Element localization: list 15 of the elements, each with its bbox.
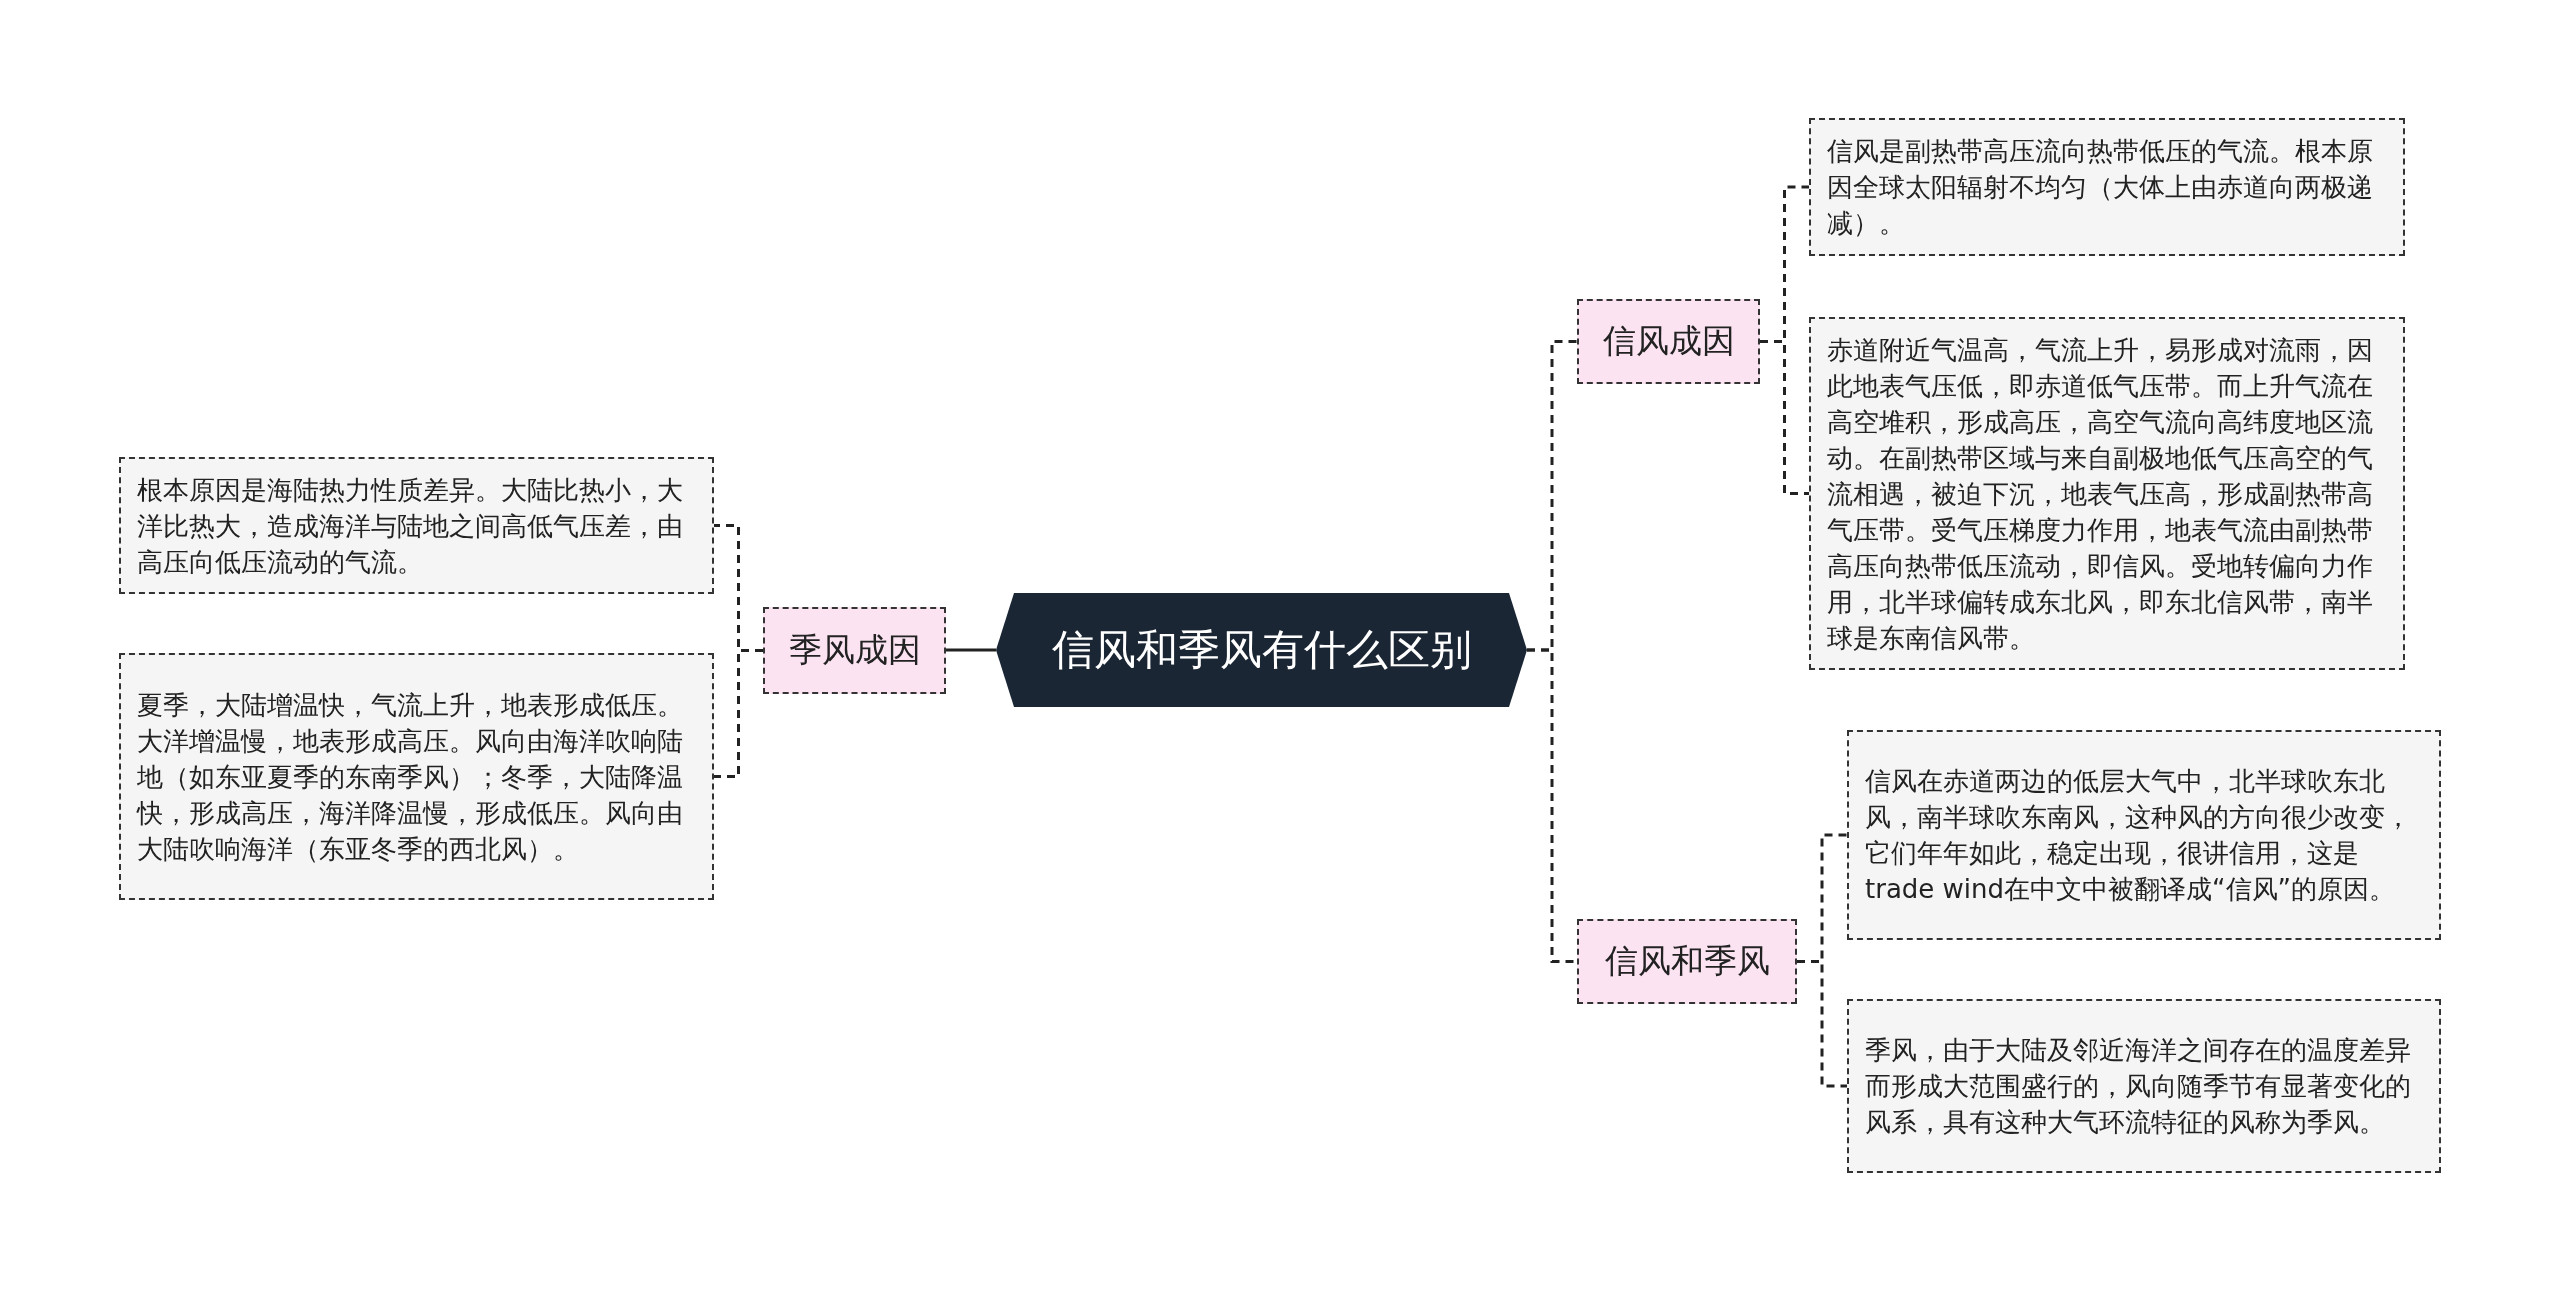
connector: [1797, 960, 1847, 1088]
text-box: 夏季，大陆增温快，气流上升，地表形成低压。大洋增温慢，地表形成高压。风向由海洋吹响陆地（如东亚夏季的东南季风）；冬季，大陆降温快，形成高压，海洋降温慢，形成低压。风向由大陆吹响海洋（东亚冬季的西北风）。: [119, 653, 714, 900]
root-topic-box: 信风和季风有什么区别: [996, 593, 1527, 707]
text-box: 季风，由于大陆及邻近海洋之间存在的温度差异而形成大范围盛行的，风向随季节有显著变化的风系，具有这种大气环流特征的风称为季风。: [1847, 999, 2441, 1173]
connector: [714, 649, 763, 778]
text-box: 根本原因是海陆热力性质差异。大陆比热小，大洋比热大，造成海洋与陆地之间高低气压差，由高压向低压流动的气流。: [119, 457, 714, 594]
topic-box: 信风成因: [1577, 299, 1760, 384]
text-box: 信风在赤道两边的低层大气中，北半球吹东北风，南半球吹东南风，这种风的方向很少改变，它们年年如此，稳定出现，很讲信用，这是trade wind在中文中被翻译成“信风”的原因。: [1847, 730, 2441, 940]
topic-box: 季风成因: [763, 607, 946, 694]
connector: [1760, 340, 1809, 495]
connector: [1527, 648, 1577, 963]
connector: [946, 648, 996, 652]
text-box: 信风是副热带高压流向热带低压的气流。根本原因全球太阳辐射不均匀（大体上由赤道向两极递减）。: [1809, 118, 2405, 256]
text-box: 赤道附近气温高，气流上升，易形成对流雨，因此地表气压低，即赤道低气压带。而上升气流在高空堆积，形成高压，高空气流向高纬度地区流动。在副热带区域与来自副极地低气压高空的气流相遇，被迫下沉，地表气压高，形成副热带高气压带。受气压梯度力作用，地表气流由副热带高压向热带低压流动，即信风。受地转偏向力作用，北半球偏转成东北风，即东北信风带，南半球是东南信风带。: [1809, 317, 2405, 670]
topic-box: 信风和季风: [1577, 919, 1797, 1004]
